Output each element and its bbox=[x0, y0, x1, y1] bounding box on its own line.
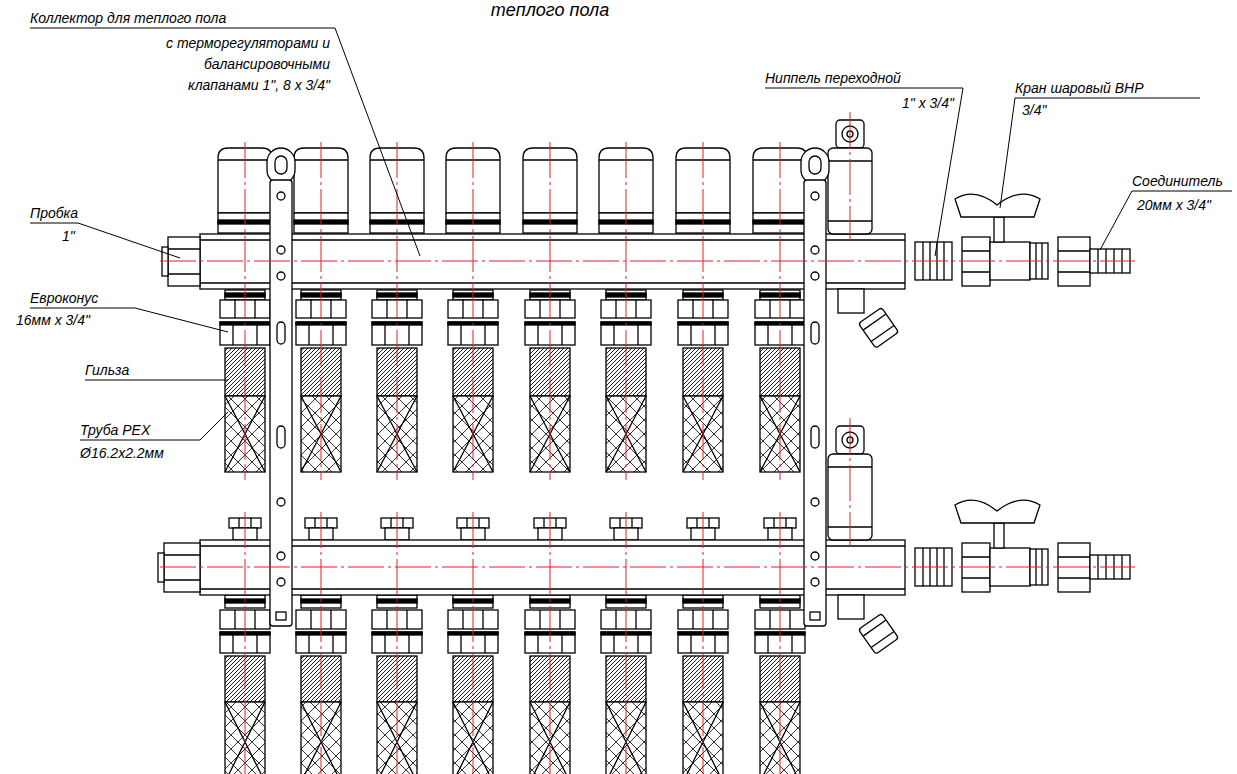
callout-heading: Гильза bbox=[85, 362, 129, 379]
drain-cap-body bbox=[859, 308, 899, 349]
callout-heading: Коллектор для теплого пола bbox=[30, 10, 226, 27]
callout-shelf bbox=[30, 223, 78, 224]
callout-text: с терморегуляторами и балансировочными к… bbox=[130, 33, 330, 96]
drain-valve bbox=[838, 595, 899, 654]
drain-cap-lines bbox=[863, 314, 894, 342]
leader-line bbox=[935, 88, 963, 256]
bracket-ear-hole bbox=[275, 156, 287, 174]
bracket-slot bbox=[277, 426, 285, 448]
mounting-bracket bbox=[267, 148, 295, 626]
centre-line bbox=[245, 512, 246, 774]
bracket-ear bbox=[267, 148, 295, 184]
bracket-screw bbox=[811, 246, 819, 254]
centre-line bbox=[550, 142, 551, 480]
bracket-strip bbox=[270, 180, 292, 626]
butterfly-handle bbox=[955, 500, 1040, 523]
centre-line bbox=[321, 142, 322, 480]
centre-line bbox=[850, 112, 851, 240]
bracket-foot bbox=[276, 612, 286, 620]
leader-line bbox=[1000, 98, 1015, 208]
callout-text: Ø16.2х2.2мм bbox=[80, 445, 164, 462]
callout-text: 16мм х 3/4" bbox=[16, 312, 90, 329]
valve-stem bbox=[994, 523, 1004, 548]
bracket-screw bbox=[811, 552, 819, 560]
centre-line bbox=[160, 261, 1135, 262]
leader-line bbox=[135, 308, 228, 332]
callout-shelf bbox=[30, 28, 335, 29]
drain-cap bbox=[859, 308, 899, 349]
centre-line bbox=[626, 512, 627, 774]
leader-line bbox=[200, 412, 228, 440]
leader-line bbox=[1100, 191, 1132, 250]
callout-heading: Пробка bbox=[30, 205, 78, 222]
callout-shelf bbox=[1015, 98, 1200, 99]
bracket-screw bbox=[277, 246, 285, 254]
leader-line bbox=[78, 223, 180, 258]
drawing-title: теплого пола bbox=[491, 0, 609, 20]
bracket-foot bbox=[810, 612, 820, 620]
mounting-bracket bbox=[801, 148, 829, 626]
callout-shelf bbox=[30, 308, 135, 309]
inlet-assembly bbox=[915, 194, 1130, 286]
centre-line bbox=[780, 512, 781, 774]
bracket-strip bbox=[804, 180, 826, 626]
drain-valve bbox=[838, 289, 899, 348]
leader-line bbox=[140, 380, 228, 381]
centre-line bbox=[703, 512, 704, 774]
bracket-screw bbox=[277, 552, 285, 560]
bracket-screw bbox=[811, 192, 819, 200]
callout-heading: Ниппель переходной bbox=[765, 70, 901, 87]
callout-shelf bbox=[85, 380, 140, 381]
bracket-slot bbox=[811, 322, 819, 344]
bracket-screw bbox=[277, 578, 285, 586]
centre-line bbox=[850, 418, 851, 546]
callout-heading: Кран шаровый ВНР bbox=[1015, 80, 1143, 97]
callout-shelf bbox=[1132, 191, 1232, 192]
bracket-screw bbox=[277, 192, 285, 200]
centre-line bbox=[397, 512, 398, 774]
centre-line bbox=[473, 512, 474, 774]
callout-heading: Евроконус bbox=[30, 290, 98, 307]
bracket-screw bbox=[277, 272, 285, 280]
centre-line bbox=[160, 567, 1135, 568]
callout-text: 1" bbox=[62, 228, 75, 245]
inlet-assembly bbox=[915, 500, 1130, 592]
centre-line bbox=[245, 142, 246, 480]
centre-line bbox=[321, 512, 322, 774]
leader-line bbox=[335, 28, 420, 256]
callout-heading: Труба PEX bbox=[80, 422, 150, 439]
bracket-screw bbox=[277, 498, 285, 506]
bracket-ear-hole bbox=[809, 156, 821, 174]
bracket-screw bbox=[811, 498, 819, 506]
bracket-slot bbox=[811, 426, 819, 448]
drain-cap bbox=[859, 614, 899, 655]
centre-line bbox=[473, 142, 474, 480]
butterfly-handle bbox=[955, 194, 1040, 217]
callout-heading: Соединитель bbox=[1132, 173, 1223, 190]
callout-shelf bbox=[765, 88, 963, 89]
drain-body bbox=[838, 289, 864, 313]
centre-line bbox=[703, 142, 704, 480]
centre-line bbox=[626, 142, 627, 480]
callout-shelf bbox=[80, 440, 200, 441]
bracket-ear bbox=[801, 148, 829, 184]
drain-cap-lines bbox=[863, 620, 894, 648]
callout-text: 20мм х 3/4" bbox=[1137, 197, 1211, 214]
centre-line bbox=[550, 512, 551, 774]
centre-line bbox=[780, 142, 781, 480]
callout-text: 3/4" bbox=[1022, 102, 1046, 119]
bracket-screw bbox=[811, 578, 819, 586]
bracket-screw bbox=[811, 272, 819, 280]
bracket-slot bbox=[277, 322, 285, 344]
drain-cap-body bbox=[859, 614, 899, 655]
valve-stem bbox=[994, 217, 1004, 242]
callout-text: 1" х 3/4" bbox=[902, 95, 954, 112]
drain-body bbox=[838, 595, 864, 619]
